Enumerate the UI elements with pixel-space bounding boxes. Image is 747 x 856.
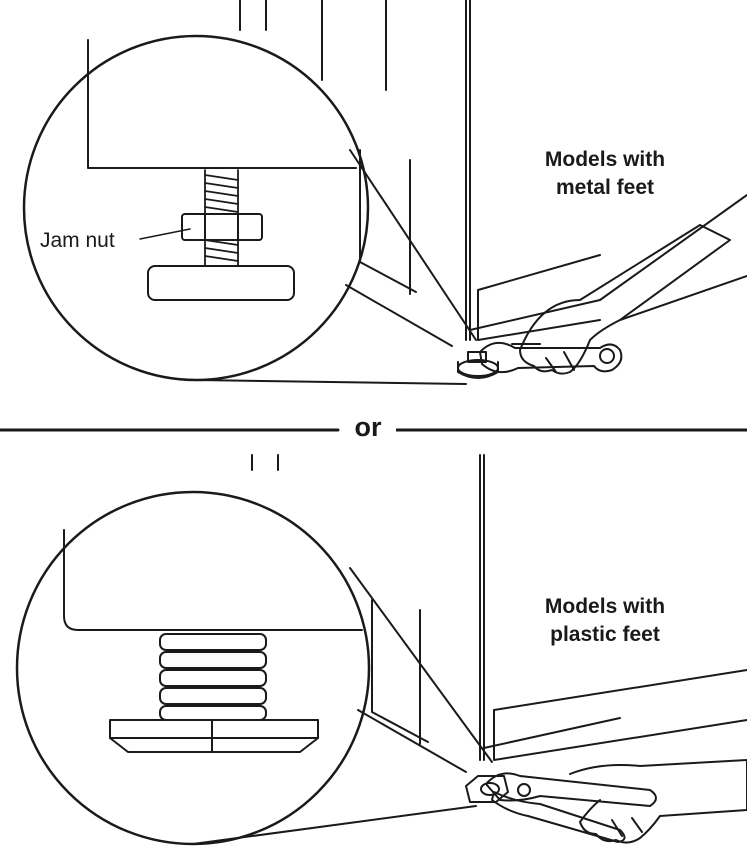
hand-icon [511,194,747,375]
plastic-feet-panel [15,454,747,846]
metal-foot-closeup [22,34,477,385]
jam-nut-icon [181,213,263,241]
metal-feet-panel [22,0,747,385]
hand-icon [569,759,747,844]
plastic-feet-label-line2: plastic feet [550,623,660,646]
plastic-foot-closeup [15,490,493,846]
plastic-feet-label-line1: Models with [544,595,666,618]
plastic-thread-icon [159,633,267,721]
jam-nut-label: Jam nut [40,229,115,252]
metal-feet-label: Models with metal feet [505,146,705,202]
or-separator-label: or [340,413,396,441]
metal-feet-label-line2: metal feet [555,176,655,199]
threaded-stud-icon [204,169,239,267]
metal-leveling-foot-icon [457,351,499,379]
plastic-feet-label: Models with plastic feet [505,593,705,649]
wrench-icon [479,341,623,374]
pliers-icon [485,772,657,843]
metal-feet-label-line1: Models with [544,148,666,171]
washer-cabinet-icon [239,0,601,347]
washer-cabinet-icon [251,454,747,773]
plastic-leveling-foot-icon [465,775,509,803]
jam-nut-leader [139,228,191,240]
